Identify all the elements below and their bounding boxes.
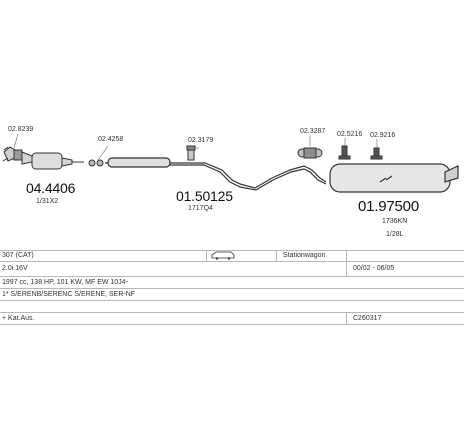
middle-pipe-drawing [105, 157, 327, 191]
table-rule [0, 288, 464, 289]
rubber-mount-drawing [297, 147, 323, 159]
flange-clamp-drawing [88, 159, 104, 167]
hanger-a-drawing [338, 145, 351, 160]
catalyst-cell: + Kat.Aus. [2, 315, 35, 322]
part-ref-02-5216: 02.5216 [337, 131, 363, 138]
table-rule [0, 300, 464, 301]
body-type-cell: Stationwagon [283, 252, 326, 259]
part-sub-1717q4: 1717Q4 [188, 205, 213, 212]
part-ref-02-9216: 02.9216 [370, 132, 396, 139]
table-rule [276, 250, 277, 261]
part-sub-1736kn: 1736KN [382, 218, 408, 225]
part-ref-04-4406: 04.4406 [26, 180, 76, 196]
part-ref-02-3179: 02.3179 [188, 137, 214, 144]
part-ref-02-4258: 02.4258 [98, 136, 124, 143]
hanger-b-drawing [370, 147, 383, 160]
table-rule [346, 250, 347, 276]
part-ref-01-97500: 01.97500 [358, 198, 419, 215]
catalytic-converter-drawing [2, 146, 84, 170]
leader-lines [13, 133, 378, 161]
table-rule [0, 324, 464, 325]
notes-cell: 1* S/ERENB/SERENC S/ERENE, SER-NF [2, 291, 136, 298]
part-sub-1-31x2: 1/31X2 [36, 198, 59, 205]
part-ref-01-50125: 01.50125 [176, 188, 233, 204]
table-rule [0, 261, 464, 262]
spec-cell: 1997 cc, 138 HP, 101 KW, MF EW 10J4- [2, 279, 128, 286]
model-cell: 307 (CAT) [2, 252, 34, 259]
years-cell: 00/02 - 06/05 [353, 265, 395, 272]
table-rule [346, 312, 347, 324]
table-rule [0, 276, 464, 277]
rear-silencer-drawing [329, 163, 459, 193]
station-wagon-icon [211, 251, 235, 260]
part-ref-02-8239: 02.8239 [8, 126, 34, 133]
exhaust-system-drawing [2, 133, 459, 193]
table-rule [0, 250, 464, 251]
part-ref-02-3287: 02.3287 [300, 128, 326, 135]
pipe-clamp-drawing [186, 145, 196, 161]
table-rule [0, 312, 464, 313]
code-cell: C260317 [353, 315, 382, 322]
engine-cell: 2.0i 16V [2, 265, 28, 272]
part-sub-1-28l: 1/28L [386, 231, 404, 238]
table-rule [206, 250, 207, 261]
